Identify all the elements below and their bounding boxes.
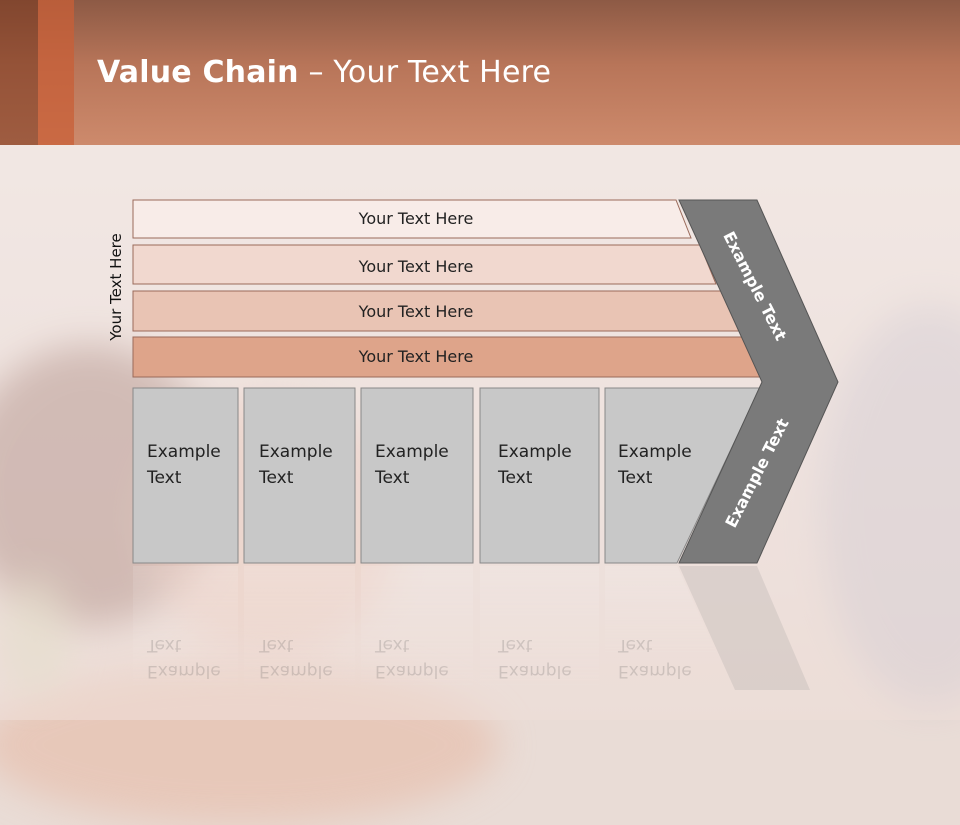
cell-5[interactable] [604,387,761,564]
value-chain-diagram [132,199,839,696]
bar-1[interactable] [132,199,692,239]
cell-4-line2: Text [498,468,533,488]
cell-5-line2: Text [618,468,653,488]
cell-1-reflection-line1: Example [147,661,221,681]
cell-1[interactable] [132,387,239,564]
bar-2[interactable] [132,244,717,285]
cell-4[interactable] [479,387,600,564]
bar-4-label: Your Text Here [358,347,474,366]
cell-4-reflection: Example Text [498,632,572,684]
cell-3-line1: Example [375,442,449,462]
cell-1-reflection: Example Text [147,632,221,684]
cell-5-reflection: Example Text [618,632,692,684]
title-bold: Value Chain [97,55,299,90]
bar-3-label: Your Text Here [358,302,474,321]
cell-2-line1: Example [259,442,333,462]
cell-3-line2: Text [375,468,410,488]
cell-2-reflection-line2: Text [259,635,294,655]
chevron-shape[interactable] [678,199,839,564]
bar-1-label: Your Text Here [358,209,474,228]
cell-5-line1: Example [618,442,692,462]
cell-5-reflection-line2: Text [618,635,653,655]
cell-3-reflection: Example Text [375,632,449,684]
cell-1-reflection-line2: Text [147,635,182,655]
header-stripe-dark [0,0,38,145]
slide-title[interactable]: Value Chain – Your Text Here [97,55,551,90]
cell-2-reflection: Example Text [259,632,333,684]
cell-3-reflection-line2: Text [375,635,410,655]
cell-2-line2: Text [259,468,294,488]
header-stripe-accent [38,0,74,145]
slide-header: Value Chain – Your Text Here [0,0,960,145]
cell-3[interactable] [360,387,474,564]
cell-1-line2: Text [147,468,182,488]
reflection [133,566,810,696]
cell-5-reflection-line1: Example [618,661,692,681]
cell-3-reflection-line1: Example [375,661,449,681]
cell-4-reflection-line1: Example [498,661,572,681]
title-rest: – Your Text Here [298,55,552,90]
cell-2-reflection-line1: Example [259,661,333,681]
cell-4-reflection-line2: Text [498,635,533,655]
cell-1-line1: Example [147,442,221,462]
shirt-shape [0,575,70,695]
bar-2-label: Your Text Here [358,257,474,276]
cell-4-line1: Example [498,442,572,462]
cell-2[interactable] [243,387,356,564]
